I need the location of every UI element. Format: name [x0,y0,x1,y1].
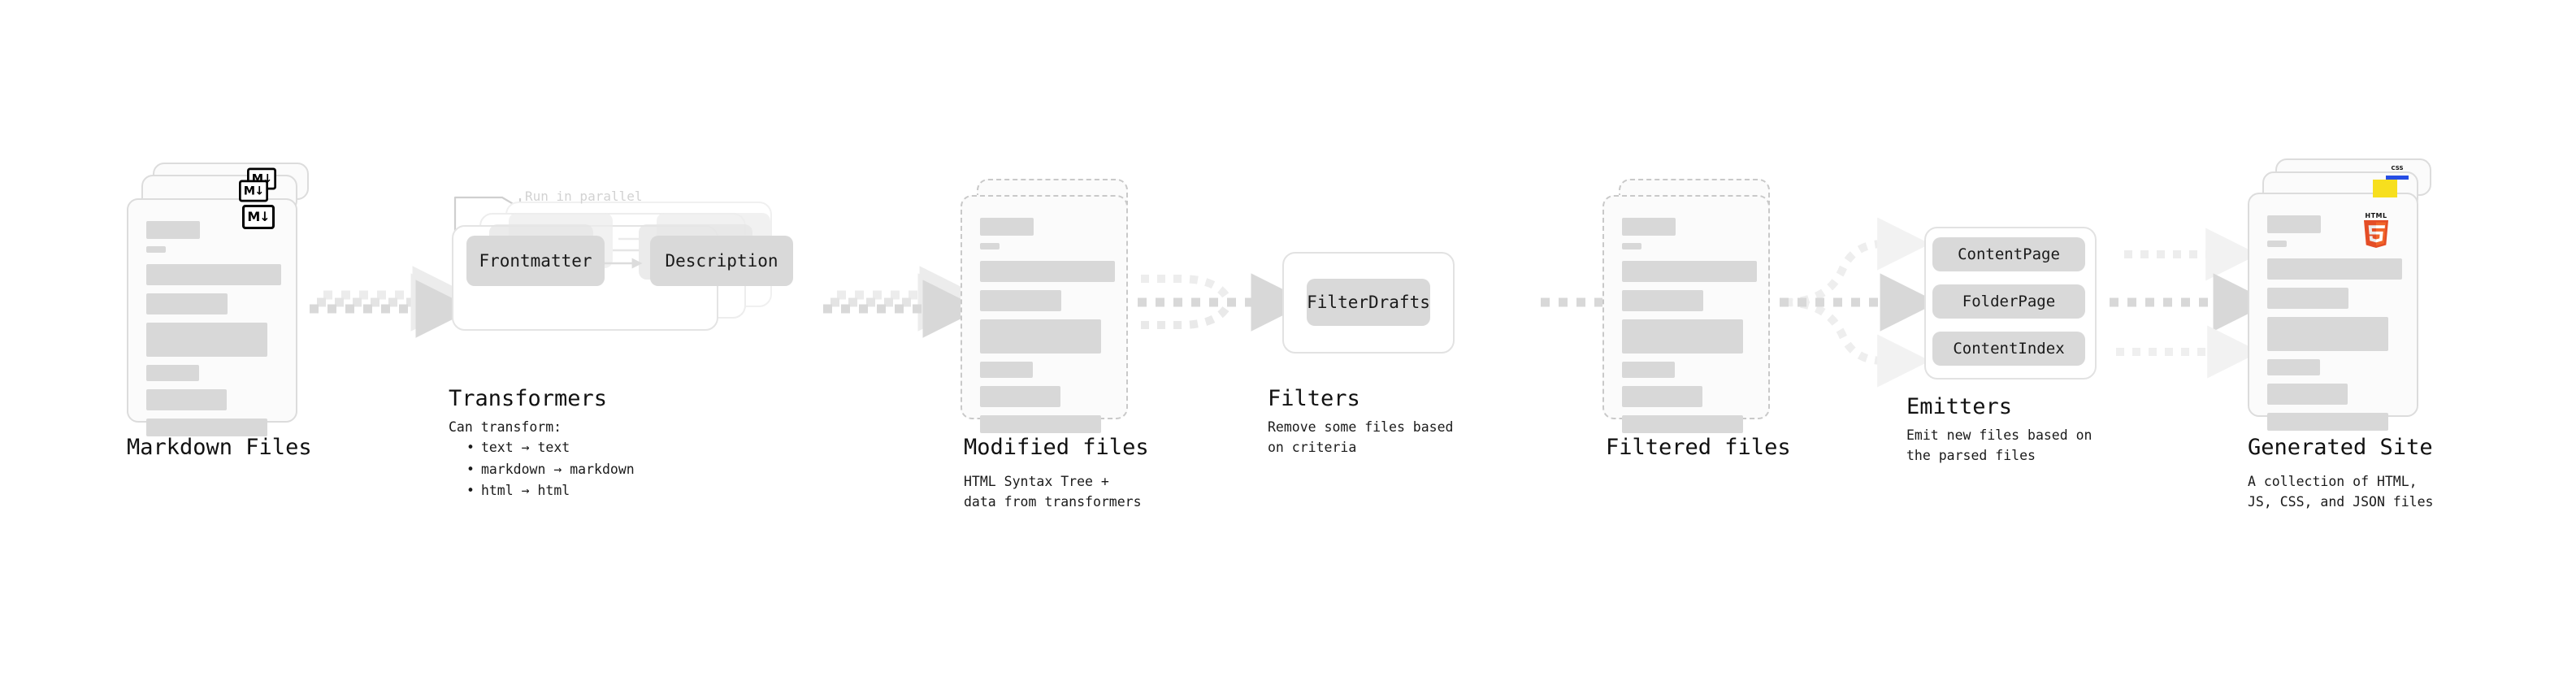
markdown-files-stack: M↓ M↓ M↓ [122,163,317,436]
emitters-chip-folderpage[interactable]: FolderPage [1932,284,2085,319]
transformers-bullets: text → text markdown → markdown html → h… [455,437,635,502]
markdown-skeleton-lines [146,221,281,444]
transformers-chip-description[interactable]: Description [650,236,793,286]
generated-site-subtitle: A collection of HTML, JS, CSS, and JSON … [2248,474,2434,510]
modified-skeleton-lines [980,218,1115,440]
css-icon: CSS [2386,165,2409,180]
connector-modified-to-filters [1138,273,1309,332]
markdown-card-front [127,198,297,436]
transformer-inner-arrows [605,234,654,269]
markdown-icon: M↓ [242,205,275,229]
html5-icon: HTML [2361,212,2391,248]
markdown-icon-letter: M [247,209,260,224]
modified-files-stack [959,179,1146,439]
filtered-card-front [1602,195,1770,433]
filtered-skeleton-lines [1622,218,1757,440]
markdown-files-title: Markdown Files [127,435,312,460]
generated-skeleton-lines [2267,215,2402,438]
filters-chip-filterdrafts[interactable]: FilterDrafts [1307,279,1430,326]
emitters-chip-contentpage-label: ContentPage [1958,245,2060,263]
generated-site-stack: CSS HTML [2243,158,2438,431]
emitters-chip-contentindex-label: ContentIndex [1953,340,2065,358]
connector-transformers-to-modified [823,266,981,338]
filters-subtitle: Remove some files based on criteria [1268,419,1454,456]
html5-icon-label: HTML [2365,212,2387,219]
transformers-chip-frontmatter[interactable]: Frontmatter [466,236,605,286]
css-icon-bar [2386,176,2409,180]
markdown-icon-letter: M [243,184,255,198]
emitters-chip-contentpage[interactable]: ContentPage [1932,237,2085,271]
transformers-group: Frontmatter Description [452,195,826,358]
modified-files-title: Modified files [964,435,1149,460]
transformers-title: Transformers [449,386,608,411]
filtered-files-title: Filtered files [1606,435,1791,460]
emitters-chip-folderpage-label: FolderPage [1962,293,2056,310]
emitters-title: Emitters [1906,394,2013,419]
modified-card-front [961,195,1128,433]
transformers-chip-description-label: Description [665,251,778,271]
modified-files-subtitle: HTML Syntax Tree + data from transformer… [964,474,1142,510]
transformers-bullet-2: html → html [455,480,635,502]
filtered-files-stack [1601,179,1788,439]
emitters-subtitle: Emit new files based on the parsed files [1906,427,2092,464]
transformers-bullet-0: text → text [455,437,635,459]
transformers-chip-frontmatter-label: Frontmatter [479,251,592,271]
css-icon-label: CSS [2391,165,2404,171]
connector-emitters-to-site [2110,228,2271,379]
transformers-bullet-1: markdown → markdown [455,459,635,481]
markdown-icon-mid: M↓ [239,180,268,202]
filters-chip-filterdrafts-label: FilterDrafts [1307,293,1430,312]
connector-filtered-to-emitters [1780,217,1938,388]
filters-title: Filters [1268,386,1360,411]
generated-site-title: Generated Site [2248,435,2433,460]
generated-card-front [2248,193,2418,431]
emitters-chip-contentindex[interactable]: ContentIndex [1932,332,2085,366]
connector-md-to-transformers [310,266,474,338]
js-icon [2373,180,2397,197]
transformers-subtitle: Can transform: [449,419,562,435]
html5-shield-icon [2363,220,2389,248]
run-in-parallel-note: Run in parallel [525,189,643,204]
